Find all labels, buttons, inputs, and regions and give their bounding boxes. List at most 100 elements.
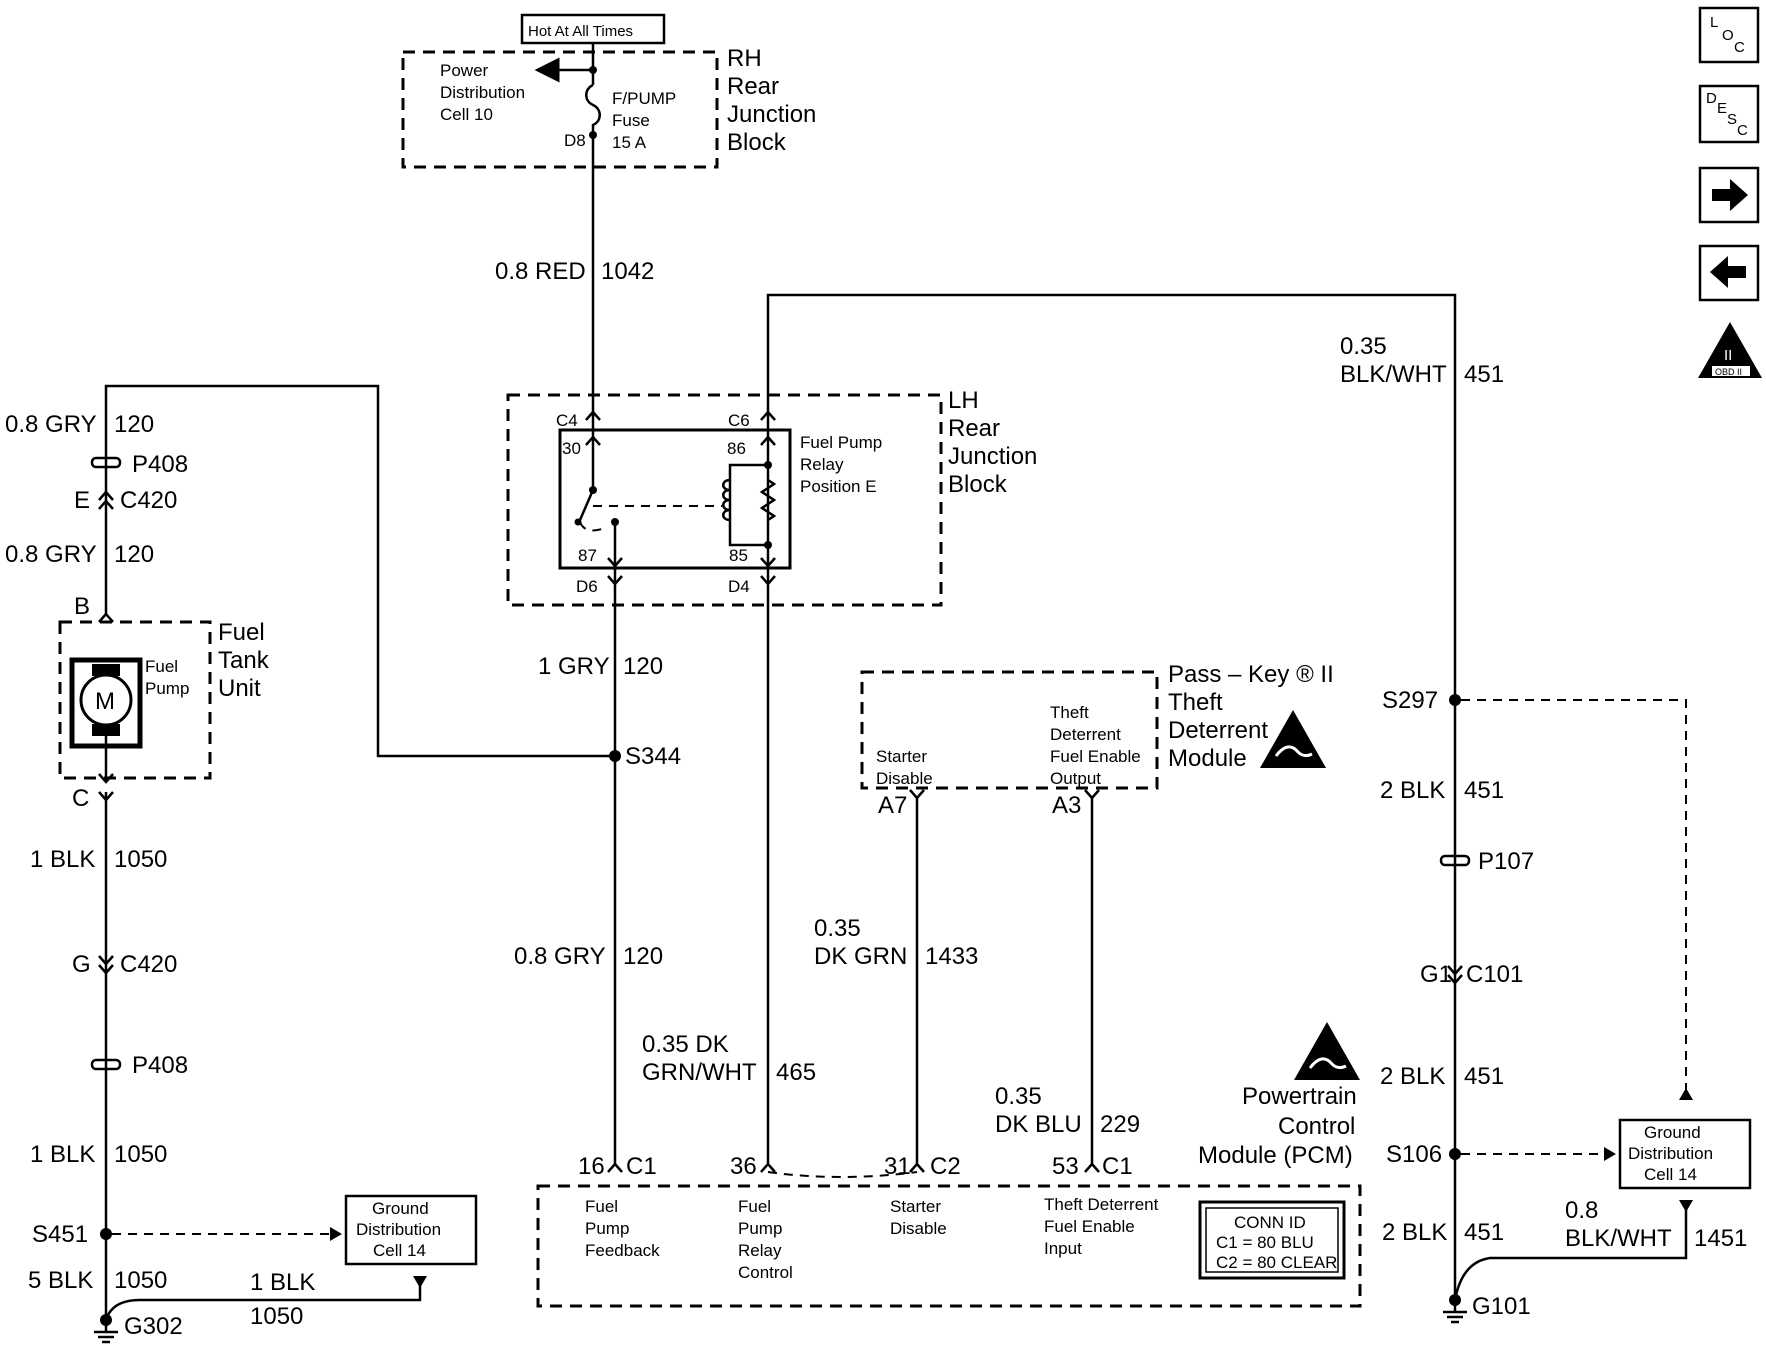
connector-p408-top-label: P408 [132,451,188,478]
wire-120-d-circuit: 120 [623,943,663,970]
relay-coil [722,478,731,522]
connector-p107-label: P107 [1478,848,1534,875]
motor-label: M [95,688,115,715]
pin-87: 87 [578,546,597,565]
ground-dist-right-3: Cell 14 [1644,1165,1697,1184]
wire-465-circuit: 465 [776,1059,816,1086]
fuse-label-1: F/PUMP [612,89,676,108]
fuel-tank-pin-c: C [72,785,89,812]
fuel-tank-title-1: Fuel [218,619,265,646]
connector-c420-top [98,490,114,501]
ground-dist-right-1: Ground [1644,1123,1701,1142]
desc-label-d: D [1706,90,1717,107]
connector-c420-top-label: C420 [120,487,177,514]
pcm-title-3: Module (PCM) [1198,1142,1353,1169]
wire-1050-b-size: 1 BLK [30,1141,95,1168]
splice-s344-label: S344 [625,743,681,770]
pcm-conn-53: C1 [1102,1153,1133,1180]
wire-120-a-circuit: 120 [114,411,154,438]
rh-block-title-1: RH [727,45,762,72]
obd-ii-button[interactable]: II OBD II [1698,322,1762,378]
passkey-starter-label-1: Starter [876,747,927,766]
wire-451-top [766,293,1457,700]
splice-s297 [1449,694,1461,706]
fuse-label-3: 15 A [612,133,647,152]
wire-1050-d-size: 1 BLK [250,1269,315,1296]
power-dist-label-3: Cell 10 [440,105,493,124]
ground-dist-left-box [344,1194,478,1266]
pcm-relay-label-2: Pump [738,1219,782,1238]
pcm-title-2: Control [1278,1113,1355,1140]
connector-p408-top [90,456,122,469]
wire-1050-a-size: 1 BLK [30,846,95,873]
ground-g101-label: G101 [1472,1293,1531,1320]
wire-229-size-2: DK BLU [995,1111,1082,1138]
passkey-title-4: Module [1168,745,1247,772]
wire-229-circuit: 229 [1100,1111,1140,1138]
splice-s297-label: S297 [1382,687,1438,714]
splice-s451-label: S451 [32,1221,88,1248]
pcm-relay-label-3: Relay [738,1241,782,1260]
splice-s106 [1449,1148,1461,1160]
fuel-pump-label-1: Fuel [145,657,178,676]
relay-switch-arm [578,489,595,521]
pin-30: 30 [562,439,581,458]
hot-at-all-times-label: Hot At All Times [528,23,633,40]
connector-c101-pin: G1 [1420,961,1452,988]
pcm-pin-53: 53 [1052,1153,1079,1180]
loc-label-l: L [1710,14,1718,31]
prev-arrow-button[interactable] [1698,244,1760,302]
wire-1050-b-circuit: 1050 [114,1141,167,1168]
desc-label-c: C [1737,122,1748,139]
pin-d6: D6 [576,577,598,596]
wire-1050-d-circuit: 1050 [250,1303,303,1330]
wire-1050-c-circuit: 1050 [114,1267,167,1294]
motor-icon [79,673,133,727]
relay-resistor [759,478,777,522]
rh-block-title-2: Rear [727,73,779,100]
esd-warning-icon-passkey [1260,710,1326,768]
ground-dist-left-1: Ground [372,1199,429,1218]
wire-451-a-circuit: 451 [1464,777,1504,804]
connector-c420-bot-label: C420 [120,951,177,978]
fuse-label-2: Fuse [612,111,650,130]
desc-button[interactable]: D E S C [1698,84,1760,144]
fuel-pump-fuse-symbol [585,83,601,135]
wire-451-b-circuit: 451 [1464,1063,1504,1090]
passkey-output-label-2: Deterrent [1050,725,1121,744]
connector-c420-top-pin: E [74,487,90,514]
ground-dist-left-3: Cell 14 [373,1241,426,1260]
fuel-tank-title-2: Tank [218,647,270,674]
connector-c420-bot [98,955,114,966]
esd-warning-icon-pcm [1294,1022,1360,1080]
fuel-pump-relay-box [558,428,792,570]
lh-block-title-3: Junction [948,443,1037,470]
pcm-conn-31: C2 [930,1153,961,1180]
wire-1050-c-size: 5 BLK [28,1267,93,1294]
loc-button[interactable]: L O C [1698,6,1760,64]
relay-label-2: Relay [800,455,844,474]
wire-1451-size-2: BLK/WHT [1565,1225,1672,1252]
passkey-starter-label-2: Disable [876,769,933,788]
passkey-pin-a3: A3 [1052,792,1081,819]
rh-block-title-3: Junction [727,101,816,128]
pcm-pin-36: 36 [730,1153,757,1180]
pcm-theft-label-1: Theft Deterrent [1044,1195,1159,1214]
pcm-theft-label-3: Input [1044,1239,1082,1258]
pcm-conn-16: C1 [626,1153,657,1180]
ground-g101-icon [1443,1300,1467,1324]
next-arrow-button[interactable] [1698,166,1760,224]
lh-junction-block-outline [506,393,943,607]
power-dist-label-1: Power [440,61,489,80]
wire-465-size-1: 0.35 DK [642,1031,729,1058]
pcm-feedback-label-2: Pump [585,1219,629,1238]
pin-c4: C4 [556,411,578,430]
passkey-output-label-1: Theft [1050,703,1089,722]
ground-g302-label: G302 [124,1313,183,1340]
fuel-tank-pin-b: B [74,593,90,620]
passkey-title-2: Theft [1168,689,1223,716]
passkey-output-label-4: Output [1050,769,1101,788]
wire-1042-circuit: 1042 [601,258,654,285]
arrow-right-icon [1712,179,1748,211]
